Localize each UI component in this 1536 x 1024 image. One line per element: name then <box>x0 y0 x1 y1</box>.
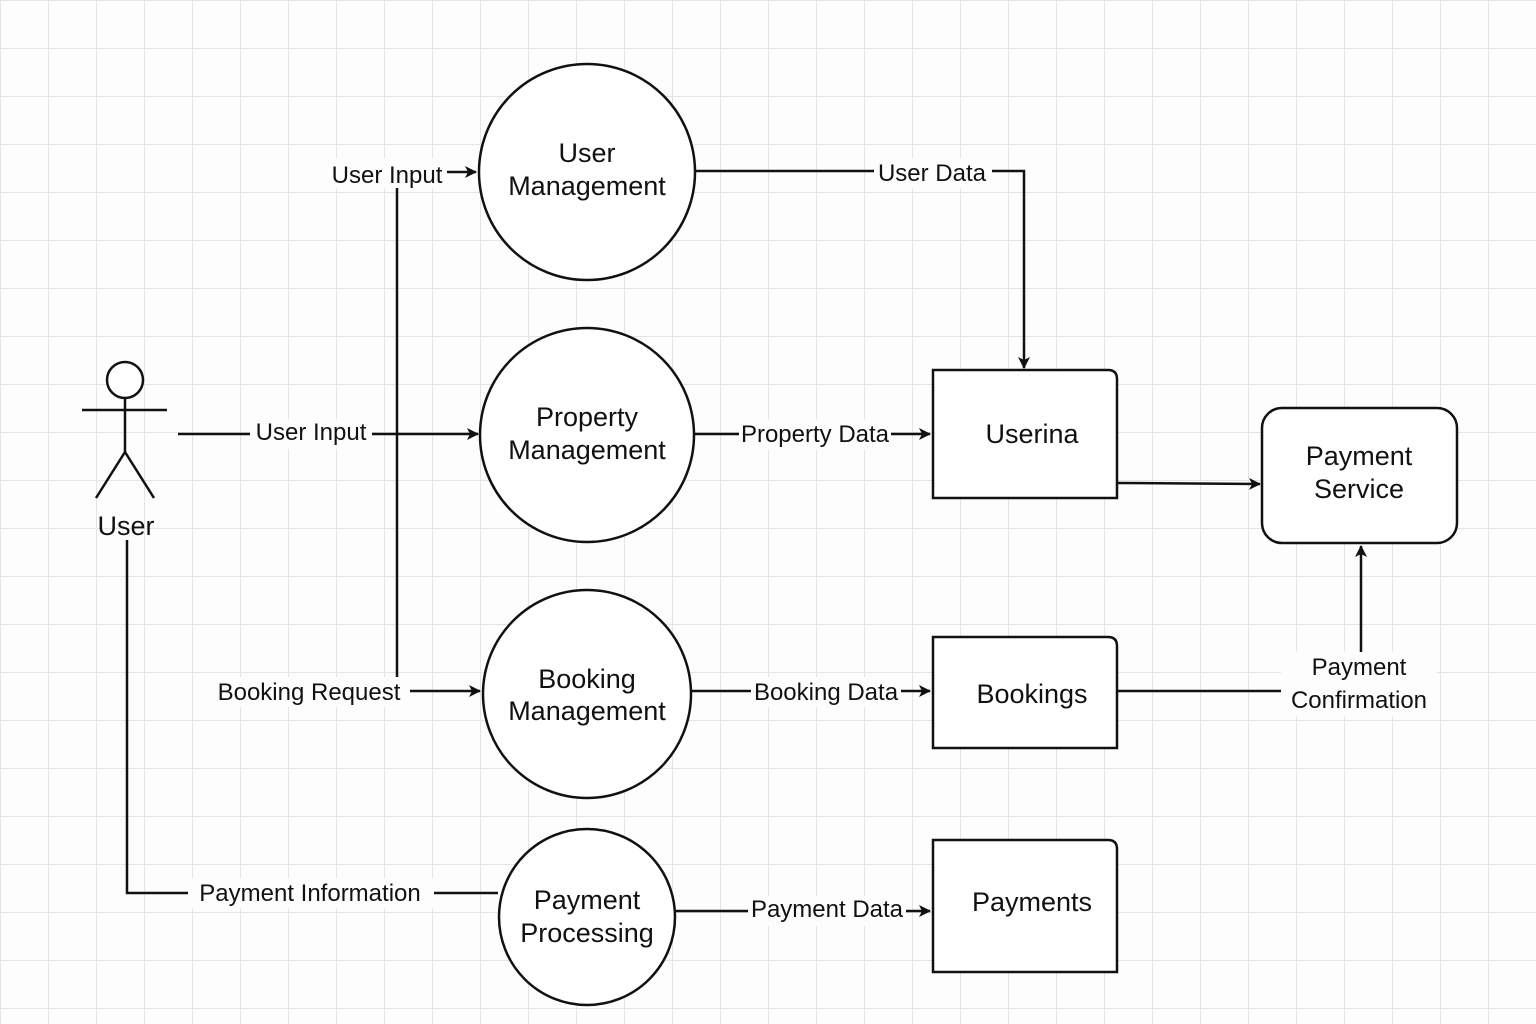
process-label-line2: Management <box>508 171 666 201</box>
store-bookings[interactable]: Bookings <box>931 635 1119 750</box>
flow-label-payment-confirmation-line2: Confirmation <box>1291 687 1427 714</box>
store-userina[interactable]: Userina <box>931 368 1119 500</box>
process-label-line1: Booking <box>538 664 636 694</box>
process-booking-management[interactable]: Booking Management <box>481 588 693 800</box>
external-label-line1: Payment <box>1306 441 1413 471</box>
actor-right-leg <box>123 451 156 499</box>
flow-label-payment-information: Payment Information <box>199 880 420 907</box>
process-circle <box>478 326 696 544</box>
process-label-line1: User <box>558 138 615 168</box>
actor-label: User <box>97 511 154 541</box>
flow-label-booking-request: Booking Request <box>218 679 401 706</box>
flow-label-property-data: Property Data <box>741 421 890 448</box>
flow-label-user-data: User Data <box>878 160 987 187</box>
process-label-line1: Payment <box>534 885 641 915</box>
external-label-line2: Service <box>1314 474 1404 504</box>
external-payment-service[interactable]: Payment Service <box>1260 406 1459 545</box>
process-label-line2: Management <box>508 696 666 726</box>
connectors <box>125 166 1367 917</box>
flow-labels: User Input User Input Booking Request Pa… <box>188 158 1437 926</box>
store-payments[interactable]: Payments <box>931 838 1119 974</box>
actor-left-leg <box>94 451 127 499</box>
user-actor[interactable]: User <box>82 360 167 541</box>
process-label-line2: Management <box>508 435 666 465</box>
store-box <box>931 838 1119 974</box>
process-circle <box>477 62 697 282</box>
store-label: Userina <box>985 419 1079 449</box>
flow-label-payment-data: Payment Data <box>751 896 904 923</box>
store-label: Bookings <box>976 679 1087 709</box>
flow-label-payment-confirmation-line1: Payment <box>1312 654 1407 681</box>
user-data-arrow <box>696 169 1030 369</box>
flow-label-user-input-top: User Input <box>332 162 443 189</box>
userina-to-payment-service-arrow <box>1117 477 1261 490</box>
process-label-line2: Processing <box>520 918 654 948</box>
process-user-management[interactable]: User Management <box>477 62 697 282</box>
process-label-line1: Property <box>536 402 639 432</box>
process-payment-processing[interactable]: Payment Processing <box>497 827 677 1007</box>
external-box <box>1260 406 1459 545</box>
store-box <box>931 635 1119 750</box>
payment-information-line <box>125 540 498 895</box>
process-property-management[interactable]: Property Management <box>478 326 696 544</box>
store-box <box>931 368 1119 500</box>
process-circle <box>497 827 677 1007</box>
flow-label-user-input-mid: User Input <box>256 419 367 446</box>
store-label: Payments <box>972 887 1092 917</box>
flow-label-booking-data: Booking Data <box>754 679 899 706</box>
process-circle <box>481 588 693 800</box>
actor-head <box>105 360 145 400</box>
